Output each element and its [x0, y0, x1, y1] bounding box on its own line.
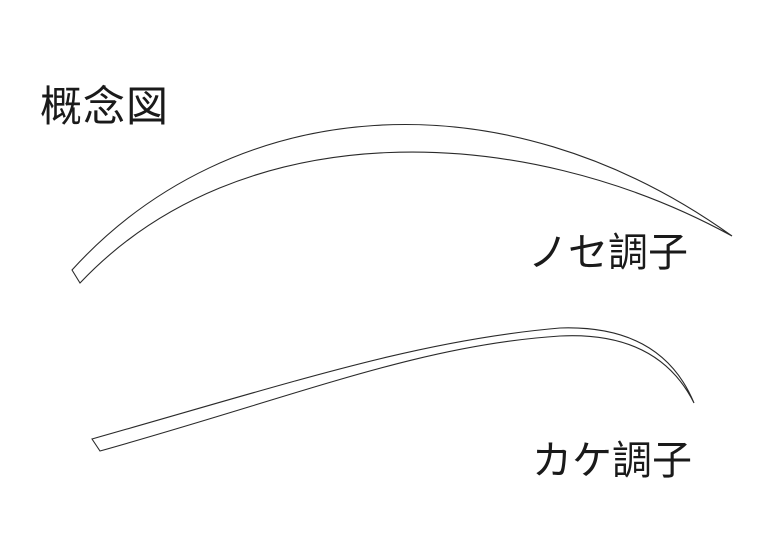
diagram-title: 概念図 — [40, 82, 170, 131]
nose-curve — [71, 123, 733, 284]
kake-curve — [91, 327, 695, 452]
nose-label: ノセ調子 — [528, 230, 688, 276]
kake-label: カケ調子 — [532, 438, 692, 484]
